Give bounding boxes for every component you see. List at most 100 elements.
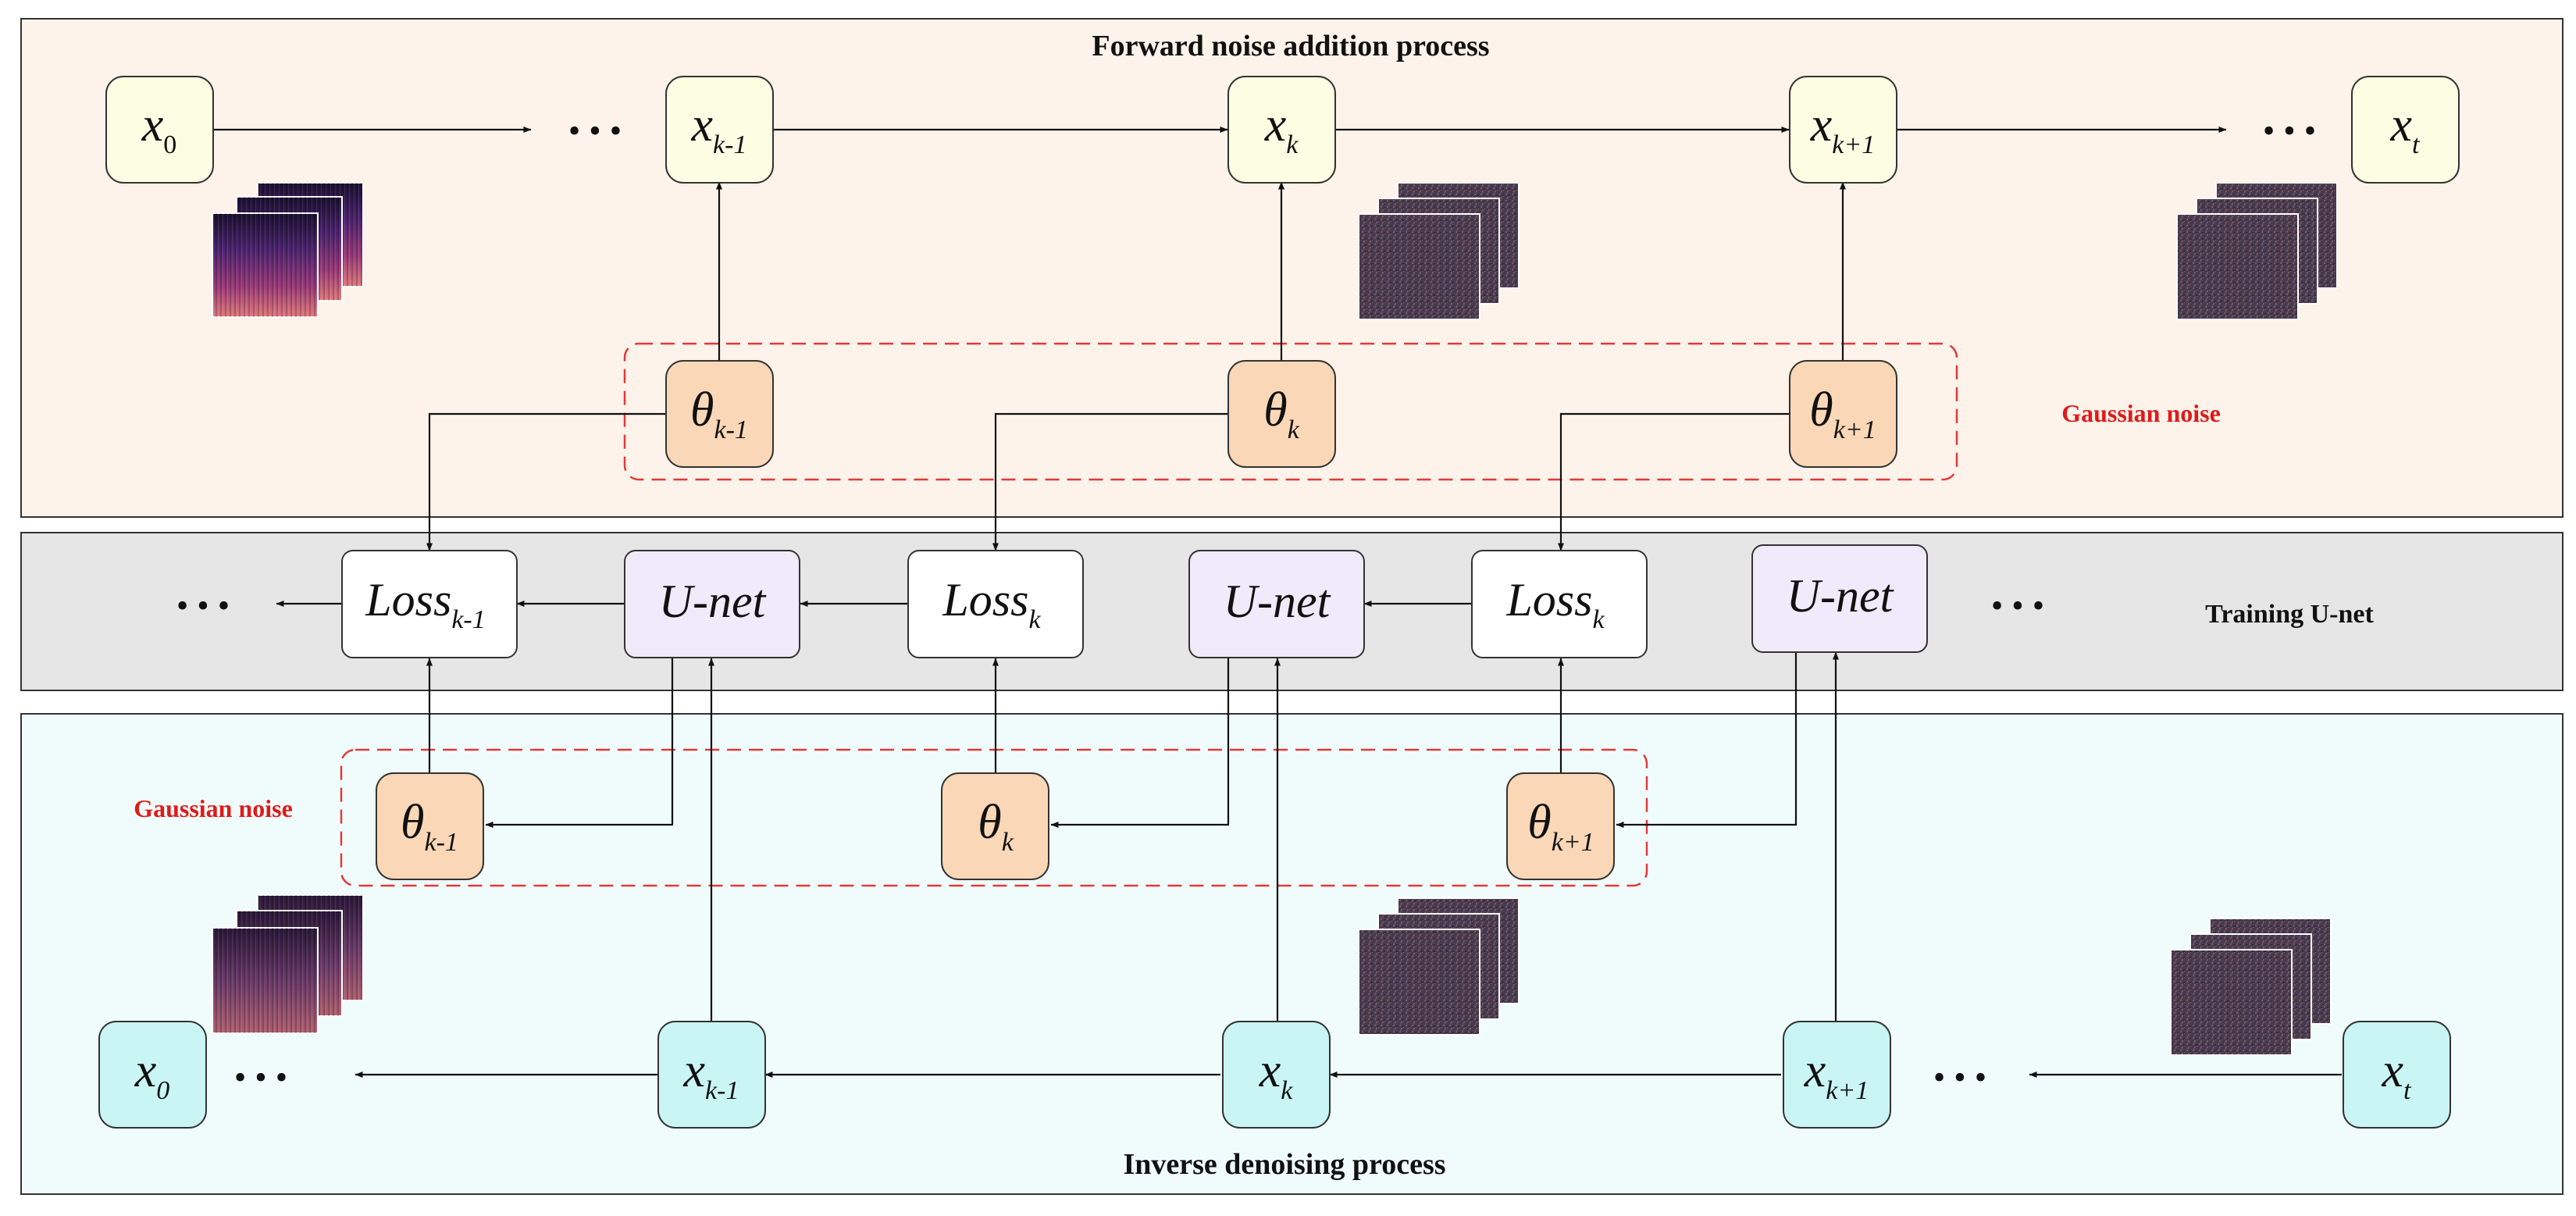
node-main-label: x [691, 98, 714, 152]
unet-node-2: U-net [1188, 550, 1365, 658]
node-main-label: x [1810, 98, 1833, 152]
forward-panel-title: Forward noise addition process [1092, 30, 1489, 62]
svg-text:θk+1: θk+1 [1809, 383, 1876, 444]
spectrogram-stack-noisy-t [2176, 182, 2338, 320]
svg-text:θk+1: θk+1 [1527, 796, 1594, 857]
inverse-node-xk-minus-1: xk-1 [657, 1021, 766, 1129]
unet-node-1: U-net [624, 550, 800, 658]
node-main-label: x [141, 98, 164, 152]
node-main-label: Loss [365, 574, 451, 626]
forward-node-xt: xt [2351, 76, 2460, 184]
svg-text:xk: xk [1264, 98, 1299, 159]
node-subscript: t [2412, 130, 2421, 159]
training-ellipsis-1: • • • [176, 587, 230, 625]
node-subscript: k [1592, 605, 1605, 634]
inverse-ellipsis-1: • • • [234, 1058, 287, 1097]
forward-ellipsis-1: • • • [568, 112, 622, 150]
loss-node-k-minus-1: Lossk-1 [341, 550, 518, 658]
loss-node-k-2: Lossk [1471, 550, 1648, 658]
node-subscript: k-1 [425, 828, 458, 857]
node-main-label: Loss [1505, 574, 1592, 626]
theta-to-loss-connectors [426, 412, 1790, 551]
node-main-label: x [683, 1044, 706, 1097]
node-subscript: k+1 [1552, 828, 1594, 857]
node-main-label: x [2382, 1044, 2404, 1097]
forward-theta-k: θk [1227, 360, 1336, 468]
spectrogram-stack-restored [212, 894, 364, 1034]
node-subscript: k [1288, 415, 1300, 444]
svg-text:θk: θk [978, 796, 1014, 857]
inverse-node-xt: xt [2343, 1021, 2451, 1129]
svg-text:xt: xt [2382, 1044, 2413, 1105]
svg-text:x0: x0 [134, 1044, 170, 1105]
svg-text:Lossk-1: Lossk-1 [365, 574, 486, 634]
node-main-label: x [2390, 98, 2413, 152]
node-main-label: Loss [942, 574, 1028, 626]
node-subscript: 0 [163, 130, 176, 159]
inverse-theta-k: θk [941, 772, 1049, 880]
node-subscript: k-1 [713, 130, 746, 159]
forward-theta-k-minus-1: θk-1 [665, 360, 774, 468]
svg-text:Lossk: Lossk [942, 574, 1041, 634]
forward-connectors [214, 127, 2227, 361]
node-subscript: k [1002, 828, 1014, 857]
node-subscript: k+1 [1826, 1076, 1869, 1105]
node-subscript: t [2403, 1076, 2412, 1105]
node-main-label: θ [978, 796, 1001, 849]
node-main-label: θ [1527, 796, 1551, 849]
inverse-node-xk: xk [1222, 1021, 1331, 1129]
svg-text:xk+1: xk+1 [1804, 1044, 1869, 1105]
svg-text:xk-1: xk-1 [683, 1044, 739, 1105]
inverse-theta-k-plus-1: θk+1 [1506, 772, 1615, 880]
forward-node-xk: xk [1227, 76, 1336, 184]
node-main-label: θ [690, 383, 714, 437]
node-main-label: x [1804, 1044, 1826, 1097]
training-ellipsis-2: • • • [1991, 587, 2044, 625]
forward-node-x0: x0 [105, 76, 214, 184]
training-panel-title: Training U-net [2205, 600, 2374, 629]
spectrogram-stack-noisy-k [1358, 182, 1520, 320]
gaussian-noise-label-inverse: Gaussian noise [134, 794, 293, 822]
forward-ellipsis-2: • • • [2263, 112, 2316, 150]
inverse-node-x0: x0 [98, 1021, 207, 1129]
node-main-label: x [1264, 98, 1287, 152]
node-subscript: k+1 [1832, 130, 1875, 159]
node-subscript: 0 [156, 1076, 169, 1105]
unet-label: U-net [1224, 576, 1331, 627]
node-main-label: x [1259, 1044, 1281, 1097]
gaussian-noise-label-forward: Gaussian noise [2061, 399, 2221, 427]
node-main-label: x [134, 1044, 157, 1097]
node-subscript: k-1 [714, 415, 748, 444]
forward-noise-region [623, 342, 1958, 481]
inverse-noise-region [340, 748, 1648, 887]
spectrogram-stack-clean [212, 182, 364, 318]
svg-text:θk-1: θk-1 [690, 383, 748, 444]
node-subscript: k [1281, 1076, 1293, 1105]
inverse-node-xk-plus-1: xk+1 [1783, 1021, 1891, 1129]
node-main-label: θ [1263, 383, 1287, 437]
svg-text:xk-1: xk-1 [691, 98, 747, 159]
spectrogram-stack-inverse-t [2170, 918, 2332, 1056]
unet-label: U-net [659, 576, 767, 627]
svg-text:xk: xk [1259, 1044, 1294, 1105]
unet-label: U-net [1787, 570, 1894, 622]
svg-text:θk-1: θk-1 [401, 796, 458, 857]
svg-text:xt: xt [2390, 98, 2421, 159]
node-subscript: k+1 [1833, 415, 1876, 444]
svg-text:Lossk: Lossk [1505, 574, 1605, 634]
node-subscript: k-1 [451, 605, 485, 634]
node-main-label: θ [401, 796, 424, 849]
unet-node-3: U-net [1751, 544, 1928, 653]
spectrogram-stack-inverse-k [1358, 897, 1520, 1036]
svg-text:xk+1: xk+1 [1810, 98, 1876, 159]
forward-node-xk-minus-1: xk-1 [665, 76, 774, 184]
forward-node-xk-plus-1: xk+1 [1789, 76, 1897, 184]
node-subscript: k [1028, 605, 1041, 634]
inverse-ellipsis-2: • • • [1933, 1058, 1986, 1097]
svg-text:x0: x0 [141, 98, 177, 159]
node-subscript: k [1286, 130, 1299, 159]
loss-node-k-1: Lossk [907, 550, 1084, 658]
node-main-label: θ [1809, 383, 1833, 437]
inverse-connectors [355, 651, 2342, 1078]
